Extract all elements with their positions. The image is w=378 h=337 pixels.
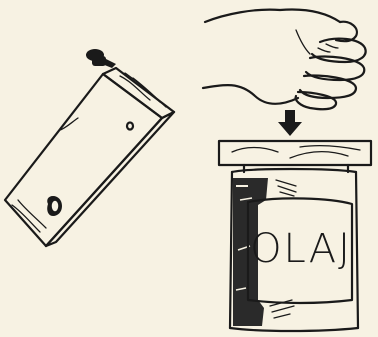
- nail-icon: [47, 196, 62, 216]
- down-arrow-icon: [278, 110, 302, 136]
- jar-icon: OLAJ: [230, 169, 358, 331]
- wooden-board-icon: [219, 141, 371, 172]
- nail-icon: [86, 49, 116, 68]
- hand-icon: [203, 10, 366, 110]
- jar-label: OLAJ: [250, 226, 352, 272]
- wooden-board-icon: [5, 68, 174, 246]
